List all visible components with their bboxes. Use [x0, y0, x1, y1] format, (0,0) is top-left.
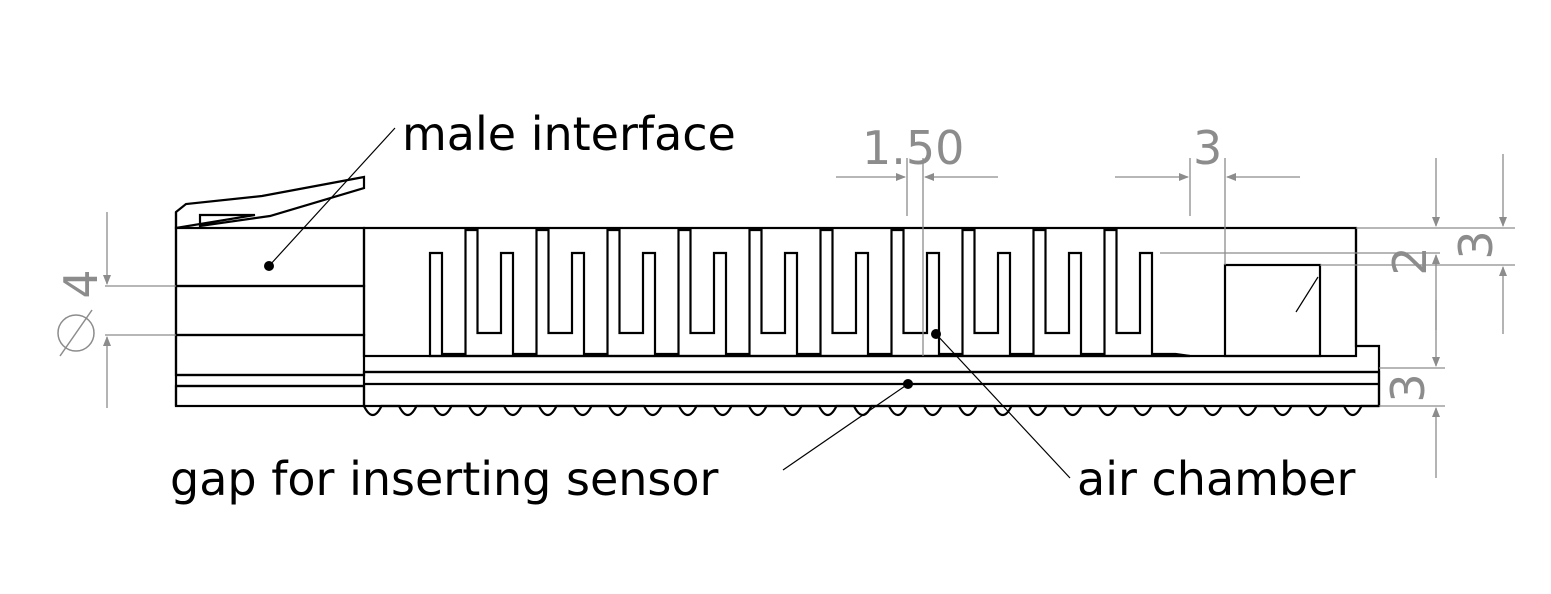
- air-chamber-label: air chamber: [1077, 452, 1355, 506]
- top-wall-dimension-value: 2: [1383, 246, 1437, 275]
- diameter-symbol: [57, 314, 95, 352]
- air-chamber-cavity: [1223, 263, 1322, 358]
- air-chamber-leader: [935, 333, 1071, 479]
- pitch-dimension: [836, 158, 998, 356]
- bottom-wall-dimension-value: 3: [1381, 373, 1435, 402]
- diameter-dimension: [57, 212, 176, 408]
- male-interface-body: [174, 175, 366, 408]
- sensor-gap-leader: [782, 383, 909, 471]
- fin-gap-dimension-value: 3: [1193, 121, 1222, 175]
- serpentine-body: [362, 226, 1381, 417]
- right-dimensions: [1160, 154, 1515, 478]
- diameter-dimension-value: 4: [54, 269, 108, 298]
- male-interface-leader: [268, 127, 396, 267]
- sensor-gap-label: gap for inserting sensor: [170, 452, 719, 506]
- top-total-dimension-value: 3: [1449, 230, 1503, 259]
- fin-gap-dimension: [1115, 158, 1300, 265]
- pitch-dimension-value: 1.50: [862, 121, 964, 175]
- male-interface-label: male interface: [402, 107, 736, 161]
